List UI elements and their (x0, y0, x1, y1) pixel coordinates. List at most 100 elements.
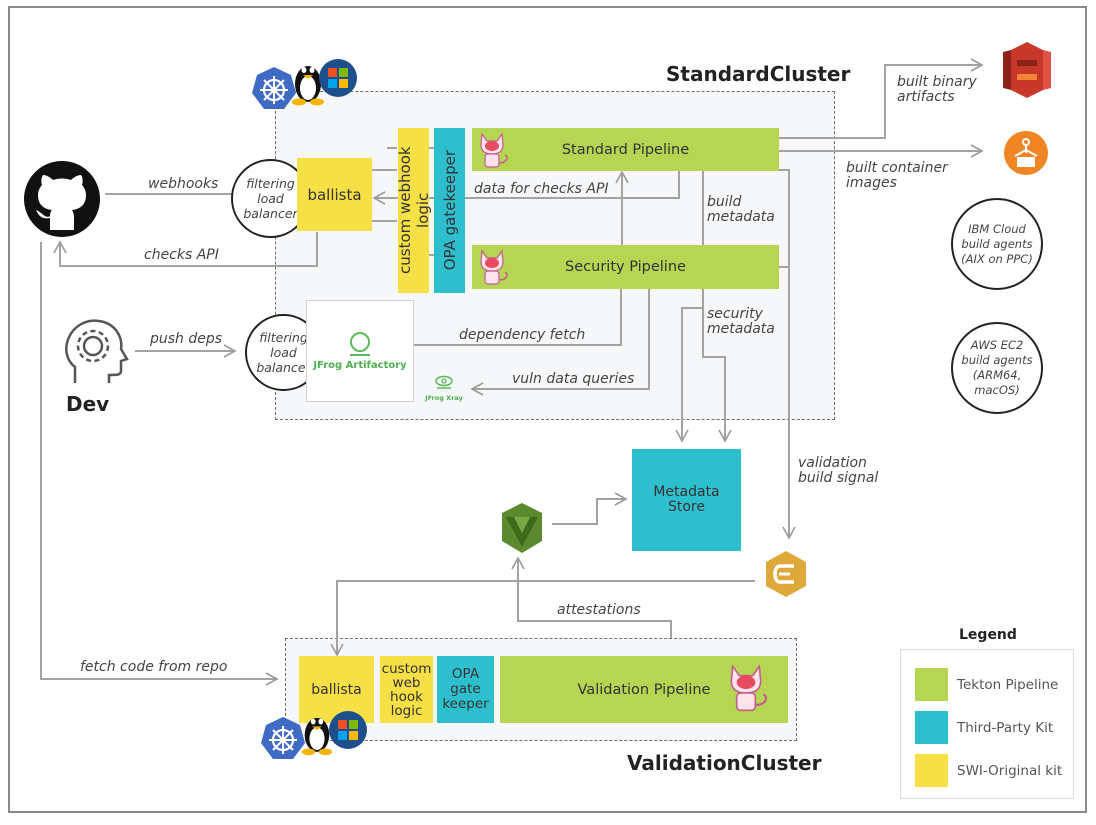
label-line: gate (450, 681, 481, 697)
validation-cluster-title: ValidationCluster (627, 751, 822, 775)
label-line: keeper (442, 696, 489, 712)
edge-security-metadata-2 (675, 307, 703, 443)
label-line: security (707, 306, 763, 322)
edge-security-metadata-1 (702, 289, 732, 443)
label-line: Metadata (653, 484, 720, 500)
label-line: metadata (707, 209, 775, 225)
label-line: custom (381, 660, 432, 677)
legend-swatch (915, 668, 948, 701)
label-line: built container (846, 160, 948, 176)
ballista-validation[interactable]: ballista (299, 656, 374, 723)
jfrog-artifactory-label: JFrog Artifactory (313, 360, 407, 371)
jfrog-xray-icon (435, 375, 453, 389)
label-line: build agents (961, 236, 1033, 251)
ballista-label: ballista (307, 185, 362, 204)
label-built-binary-artifacts: built binary artifacts (897, 75, 977, 105)
legend-item-third-party-kit: Third-Party Kit (915, 711, 1053, 744)
github-icon (24, 161, 100, 237)
custom-webhook-logic-label: custom webhook logic (395, 146, 432, 275)
opa-gatekeeper-label: OPA gatekeeper (440, 150, 459, 271)
metadata-store[interactable]: Metadata Store (632, 449, 741, 551)
label-line: OPA (451, 666, 480, 682)
legend-label: Tekton Pipeline (957, 676, 1059, 693)
edge-dependency-fetch (414, 289, 622, 346)
label-line: hook (390, 688, 423, 705)
security-pipeline[interactable]: Security Pipeline (472, 245, 779, 289)
legend-item-tekton-pipeline: Tekton Pipeline (915, 668, 1058, 701)
legend-label: Third-Party Kit (957, 719, 1054, 736)
label-line: images (846, 175, 897, 191)
load-balancer-label: filtering load balancer (243, 176, 298, 221)
security-pipeline-label: Security Pipeline (565, 259, 686, 275)
validation-pipeline-label: Validation Pipeline (577, 681, 711, 698)
label-attestations: attestations (557, 602, 641, 618)
label-line: macOS) (974, 383, 1020, 397)
label-vuln-data-queries: vuln data queries (512, 371, 635, 387)
label-line: build (707, 194, 742, 210)
edge-fetch-code-from-repo (40, 242, 279, 686)
build-signal-hex-icon (766, 551, 806, 597)
build-agent-label: AWS EC2 build agents (ARM64, macOS) (961, 338, 1032, 398)
linux-tux-icon (292, 66, 324, 106)
diagram-frame (8, 6, 1087, 813)
edge-build-signal-to-ballista (330, 580, 755, 657)
edge-vuln-data-queries (470, 289, 650, 396)
developer-head-gear-icon (65, 319, 129, 383)
load-balancer-label: filtering load balancer (256, 330, 311, 375)
filtering-load-balancer-webhooks[interactable]: filtering load balancer (231, 159, 310, 238)
legend-label: SWI-Original kit (957, 762, 1063, 779)
ballista-standard[interactable]: ballista (297, 158, 372, 231)
label-line: build signal (798, 470, 879, 486)
label-line: artifacts (897, 89, 955, 105)
build-agent-label: IBM Cloud build agents (AIX on PPC) (961, 222, 1033, 267)
label-validation-build-signal: validation build signal (798, 456, 878, 486)
aws-s3-icon (1003, 42, 1051, 98)
edge-built-binary-artifacts (779, 58, 984, 139)
label-line: validation (798, 455, 867, 471)
label-line: (ARM64, (972, 368, 1022, 382)
standard-cluster-title: StandardCluster (666, 62, 851, 86)
label-line: web (392, 674, 421, 691)
standard-pipeline[interactable]: Standard Pipeline (472, 128, 779, 171)
label-line: built binary (897, 74, 977, 90)
custom-webhook-logic-standard[interactable]: custom webhook logic (395, 128, 432, 293)
label-checks-api: checks API (144, 247, 219, 263)
label-line: (AIX on PPC) (961, 251, 1033, 266)
edge-checks-api (53, 232, 318, 267)
edge-validation-build-signal (779, 169, 796, 540)
opa-gatekeeper-validation[interactable]: OPA gate keeper (437, 656, 494, 723)
legend-item-swi-original-kit: SWI-Original kit (915, 754, 1062, 787)
label-dependency-fetch: dependency fetch (459, 327, 586, 343)
jfrog-artifactory[interactable]: JFrog Artifactory (306, 300, 414, 402)
jfrog-xray[interactable]: JFrog Xray (424, 375, 464, 402)
windows-icon (329, 711, 367, 749)
windows-icon (319, 59, 357, 97)
legend-title: Legend (959, 627, 1017, 643)
aws-ec2-build-agents[interactable]: AWS EC2 build agents (ARM64, macOS) (951, 322, 1043, 414)
edge-signer-to-metadata-store (552, 492, 628, 525)
label-line: build agents (961, 353, 1033, 367)
label-line: metadata (707, 321, 775, 337)
label-build-metadata: build metadata (707, 195, 775, 225)
opa-gatekeeper-standard[interactable]: OPA gatekeeper (434, 128, 465, 293)
aws-signer-icon (502, 503, 542, 553)
tekton-cat-icon (480, 132, 508, 168)
custom-webhook-logic-validation[interactable]: custom web hook logic (380, 656, 433, 723)
label-line: Store (667, 499, 705, 515)
tekton-cat-icon (480, 249, 508, 285)
label-push-deps: push deps (150, 331, 223, 347)
edge-attestations (511, 556, 672, 638)
standard-pipeline-label: Standard Pipeline (561, 141, 690, 158)
dev-label: Dev (66, 392, 110, 416)
label-data-for-checks-api: data for checks API (474, 181, 609, 197)
legend-swatch (915, 711, 948, 744)
label-security-metadata: security metadata (707, 307, 775, 337)
tekton-cat-icon (730, 664, 767, 712)
kubernetes-icon (261, 717, 305, 759)
kubernetes-icon (252, 67, 296, 109)
label-webhooks: webhooks (148, 176, 219, 192)
ibm-cloud-build-agents[interactable]: IBM Cloud build agents (AIX on PPC) (951, 198, 1043, 290)
edge-data-for-checks-api (372, 171, 680, 205)
label-line: logic (390, 702, 423, 719)
